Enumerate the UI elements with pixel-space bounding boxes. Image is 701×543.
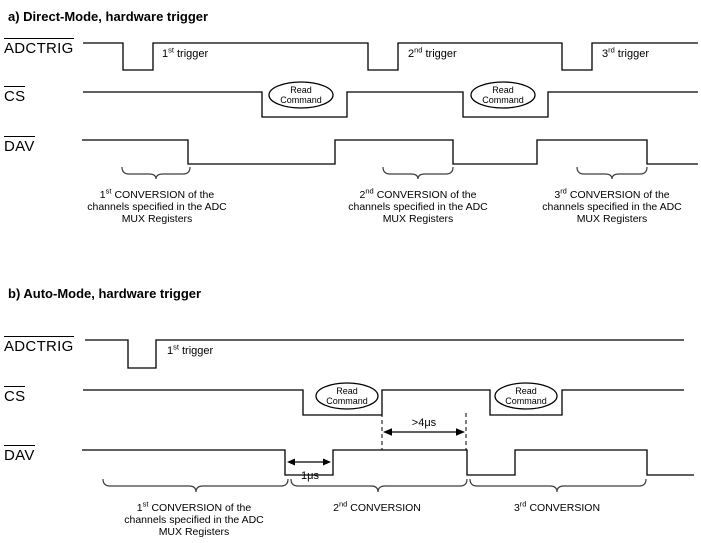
read-command-ovals [268, 81, 558, 410]
brace-icon [290, 478, 468, 493]
section-b-waveforms [82, 339, 694, 476]
read-command-oval [494, 382, 558, 410]
adctrig-waveform-b [85, 339, 684, 369]
brace-icon [102, 478, 289, 493]
section-b-title: b) Auto-Mode, hardware trigger [8, 286, 202, 301]
read-command-text: Read Command [482, 85, 524, 105]
cs-waveform-b [83, 389, 684, 416]
read-command-oval [470, 81, 536, 109]
signal-label-adctrig-a: ADCTRIG [4, 38, 74, 57]
section-b-braces [102, 478, 647, 493]
brace-icon [121, 166, 191, 180]
section-a-waveforms [82, 42, 698, 165]
signal-label-adctrig-b: ADCTRIG [4, 336, 74, 355]
signal-label-dav-a: DAV [4, 136, 35, 155]
brace-icon [382, 166, 454, 180]
signal-label-cs-a: CS [4, 86, 26, 105]
section-a-title: a) Direct-Mode, hardware trigger [8, 9, 209, 24]
read-command-oval [268, 81, 334, 109]
adctrig-waveform-a [83, 42, 698, 71]
section-a-braces [121, 166, 648, 180]
read-command-oval [315, 382, 379, 410]
arrowhead-icon [323, 458, 331, 466]
brace-icon [469, 478, 647, 493]
delay-arrow [383, 428, 465, 436]
read-command-text: Read Command [505, 386, 547, 406]
cs-waveform-a [83, 91, 698, 118]
brace-icon [576, 166, 648, 180]
measurement-guides [381, 413, 467, 450]
read-command-text: Read Command [280, 85, 322, 105]
arrowhead-icon [456, 428, 465, 436]
delay-annotation: >4μs [411, 417, 437, 429]
pulse-width-arrow [287, 458, 331, 466]
signal-label-dav-b: DAV [4, 445, 35, 464]
read-command-text: Read Command [326, 386, 368, 406]
pulse-width-annotation: 1μs [301, 470, 319, 482]
dav-waveform-a [82, 139, 698, 165]
arrowhead-icon [287, 458, 295, 466]
signal-label-cs-b: CS [4, 386, 26, 405]
dav-waveform-b [82, 449, 694, 476]
arrowhead-icon [383, 428, 392, 436]
